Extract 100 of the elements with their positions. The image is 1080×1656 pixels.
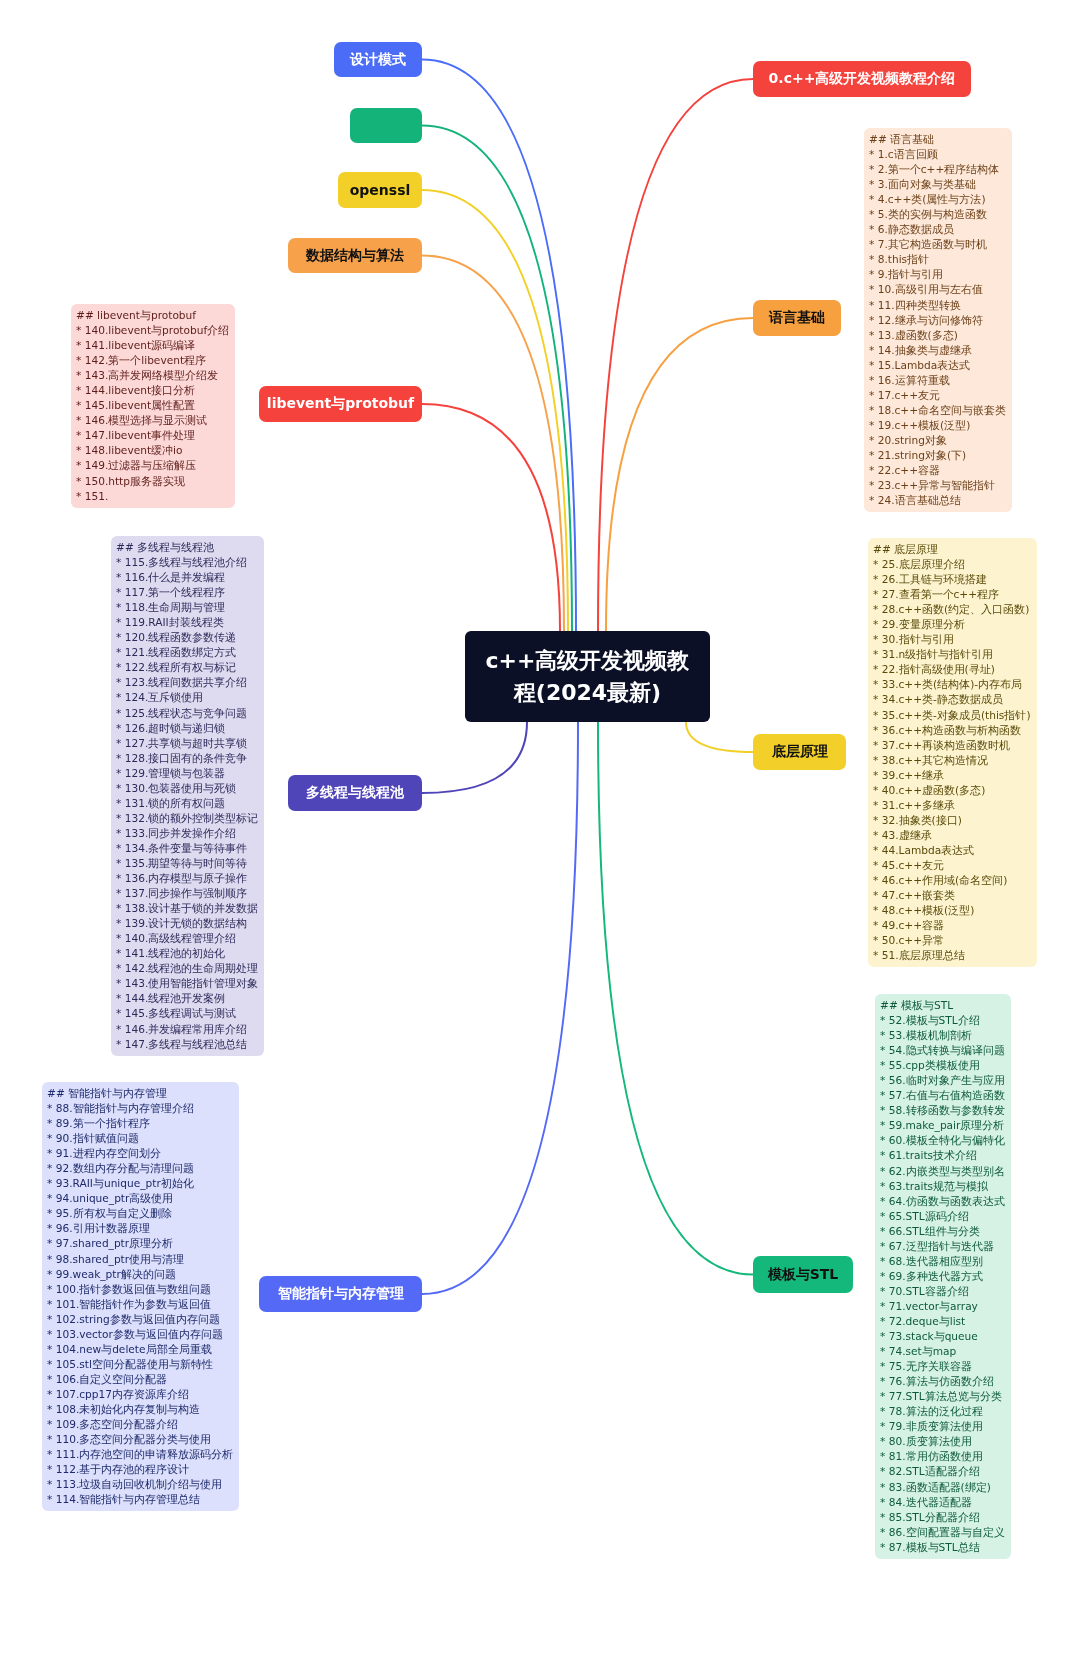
note-item: * 100.指针参数返回值与数组问题 — [47, 1281, 212, 1297]
note-item: * 142.线程池的生命周期处理 — [116, 961, 259, 977]
note-item: * 124.互斥锁使用 — [116, 690, 204, 706]
note-item: * 27.查看第一个c++程序 — [873, 587, 1000, 603]
note-item: * 18.c++命名空间与嵌套类 — [869, 402, 1007, 418]
branch-line — [605, 317, 754, 632]
note-item: * 136.内存模型与原子操作 — [116, 871, 248, 887]
note-item: * 14.抽象类与虚继承 — [869, 342, 972, 358]
note-item: * 101.智能指针作为参数与返回值 — [47, 1296, 212, 1312]
note-item: * 94.unique_ptr高级使用 — [47, 1191, 174, 1207]
note-item: * 126.超时锁与递归锁 — [116, 720, 226, 736]
note-item: * 150.http服务器实现 — [76, 473, 185, 489]
note-item: * 70.STL容器介绍 — [880, 1283, 969, 1299]
note-item: * 35.c++类-对象成员(this指针) — [873, 707, 1031, 723]
note-item: * 146.并发编程常用库介绍 — [116, 1021, 248, 1037]
note-heading: ## 智能指针与内存管理 — [47, 1086, 168, 1101]
note-item: * 38.c++其它构造情况 — [873, 752, 989, 768]
note-item: * 145.多线程调试与测试 — [116, 1006, 237, 1022]
note-item: * 63.traits规范与模拟 — [880, 1178, 989, 1194]
note-item: * 148.libevent缓冲io — [76, 443, 183, 459]
note-item: * 144.线程池开发案例 — [116, 991, 226, 1007]
note-item: * 146.模型选择与显示测试 — [76, 413, 208, 429]
note-item: * 44.Lambda表达式 — [873, 842, 975, 858]
topic-box: 模板与STL — [753, 1256, 853, 1293]
note-item: * 50.c++异常 — [873, 933, 945, 949]
note-item: * 13.虚函数(多态) — [869, 327, 958, 343]
note-item: * 48.c++模板(泛型) — [873, 903, 975, 919]
note-item: * 139.设计无锁的数据结构 — [116, 916, 248, 932]
note-item: * 37.c++再谈构造函数时机 — [873, 737, 1011, 753]
note-item: * 104.new与delete局部全局重载 — [47, 1341, 212, 1357]
note-item: * 8.this指针 — [869, 252, 930, 268]
note-item: * 116.什么是并发编程 — [116, 570, 226, 586]
note-item: * 115.多线程与线程池介绍 — [116, 555, 248, 571]
note-item: * 151. — [76, 488, 109, 504]
note-item: * 97.shared_ptr原理分析 — [47, 1236, 174, 1252]
note-item: * 58.转移函数与参数转发 — [880, 1103, 1005, 1119]
note-item: * 19.c++模板(泛型) — [869, 417, 971, 433]
note-card — [42, 1082, 240, 1512]
note-item: * 3.面向对象与类基础 — [869, 177, 976, 193]
topic-box: openssl — [338, 172, 422, 208]
note-item: * 131.锁的所有权问题 — [116, 795, 226, 811]
note-item: * 4.c++类(属性与方法) — [869, 192, 986, 208]
note-item: * 5.类的实例与构造函数 — [869, 207, 987, 223]
note-item: * 129.管理锁与包装器 — [116, 765, 226, 781]
note-item: * 112.基于内存池的程序设计 — [47, 1462, 190, 1478]
note-item: * 121.线程函数绑定方式 — [116, 645, 237, 661]
note-item: * 117.第一个线程程序 — [116, 585, 226, 601]
note-item: * 93.RAII与unique_ptr初始化 — [47, 1176, 194, 1192]
note-item: * 80.质变算法使用 — [880, 1434, 972, 1450]
note-item: * 75.无序关联容器 — [880, 1359, 972, 1375]
note-item: * 60.模板全特化与偏特化 — [880, 1133, 1005, 1149]
note-item: * 141.线程池的初始化 — [116, 946, 226, 962]
note-item: * 127.共享锁与超时共享锁 — [116, 735, 248, 751]
topic-box: 数据结构与算法 — [288, 238, 422, 273]
note-item: * 22.指针高级使用(寻址) — [873, 662, 995, 678]
note-item: * 55.cpp类模板使用 — [880, 1058, 980, 1074]
central-topic-box: c++高级开发视频教程(2024最新) — [465, 631, 710, 722]
note-item: * 74.set与map — [880, 1344, 957, 1360]
topic-box: 多线程与线程池 — [288, 775, 422, 811]
note-item: * 6.静态数据成员 — [869, 222, 954, 238]
note-item: * 111.内存池空间的申请释放源码分析 — [47, 1447, 234, 1463]
topic-box — [350, 108, 422, 143]
note-heading: ## 多线程与线程池 — [116, 540, 215, 555]
note-item: * 46.c++作用域(命名空间) — [873, 873, 1008, 889]
note-item: * 84.迭代器适配器 — [880, 1494, 972, 1510]
branch-line — [421, 189, 569, 632]
note-item: * 71.vector与array — [880, 1298, 978, 1314]
note-item: * 120.线程函数参数传递 — [116, 630, 237, 646]
note-item: * 137.同步操作与强制顺序 — [116, 886, 248, 902]
note-item: * 141.libevent源码编译 — [76, 338, 196, 354]
note-item: * 79.非质变算法使用 — [880, 1419, 983, 1435]
note-item: * 114.智能指针与内存管理总结 — [47, 1492, 201, 1508]
note-item: * 147.多线程与线程池总结 — [116, 1036, 248, 1052]
note-item: * 125.线程状态与竞争问题 — [116, 705, 248, 721]
note-item: * 113.垃圾自动回收机制介绍与使用 — [47, 1477, 223, 1493]
note-item: * 16.运算符重载 — [869, 372, 950, 388]
note-item: * 10.高级引用与左右值 — [869, 282, 983, 298]
note-item: * 145.libevent属性配置 — [76, 398, 196, 414]
branch-line — [421, 403, 561, 632]
note-item: * 82.STL适配器介绍 — [880, 1464, 980, 1480]
note-item: * 43.虚继承 — [873, 827, 932, 843]
note-item: * 140.libevent与protobuf介绍 — [76, 323, 230, 339]
note-item: * 98.shared_ptr使用与清理 — [47, 1251, 185, 1267]
note-item: * 22.c++容器 — [869, 463, 941, 479]
note-item: * 110.多态空间分配器分类与使用 — [47, 1432, 212, 1448]
note-item: * 122.线程所有权与标记 — [116, 660, 237, 676]
note-item: * 95.所有权与自定义删除 — [47, 1206, 172, 1222]
note-item: * 25.底层原理介绍 — [873, 557, 965, 573]
note-item: * 57.右值与右值构造函数 — [880, 1088, 1005, 1104]
note-item: * 20.string对象 — [869, 432, 947, 448]
note-item: * 132.锁的额外控制类型标记 — [116, 810, 259, 826]
topic-box: 0.c++高级开发视频教程介绍 — [753, 61, 971, 97]
note-item: * 47.c++嵌套类 — [873, 888, 956, 904]
topic-box: 设计模式 — [334, 42, 422, 77]
note-item: * 36.c++构造函数与析构函数 — [873, 722, 1022, 738]
note-item: * 61.traits技术介绍 — [880, 1148, 978, 1164]
note-item: * 134.条件变量与等待事件 — [116, 840, 248, 856]
note-item: * 91.进程内存空间划分 — [47, 1146, 161, 1162]
note-item: * 34.c++类-静态数据成员 — [873, 692, 1003, 708]
note-item: * 119.RAII封装线程类 — [116, 615, 224, 631]
